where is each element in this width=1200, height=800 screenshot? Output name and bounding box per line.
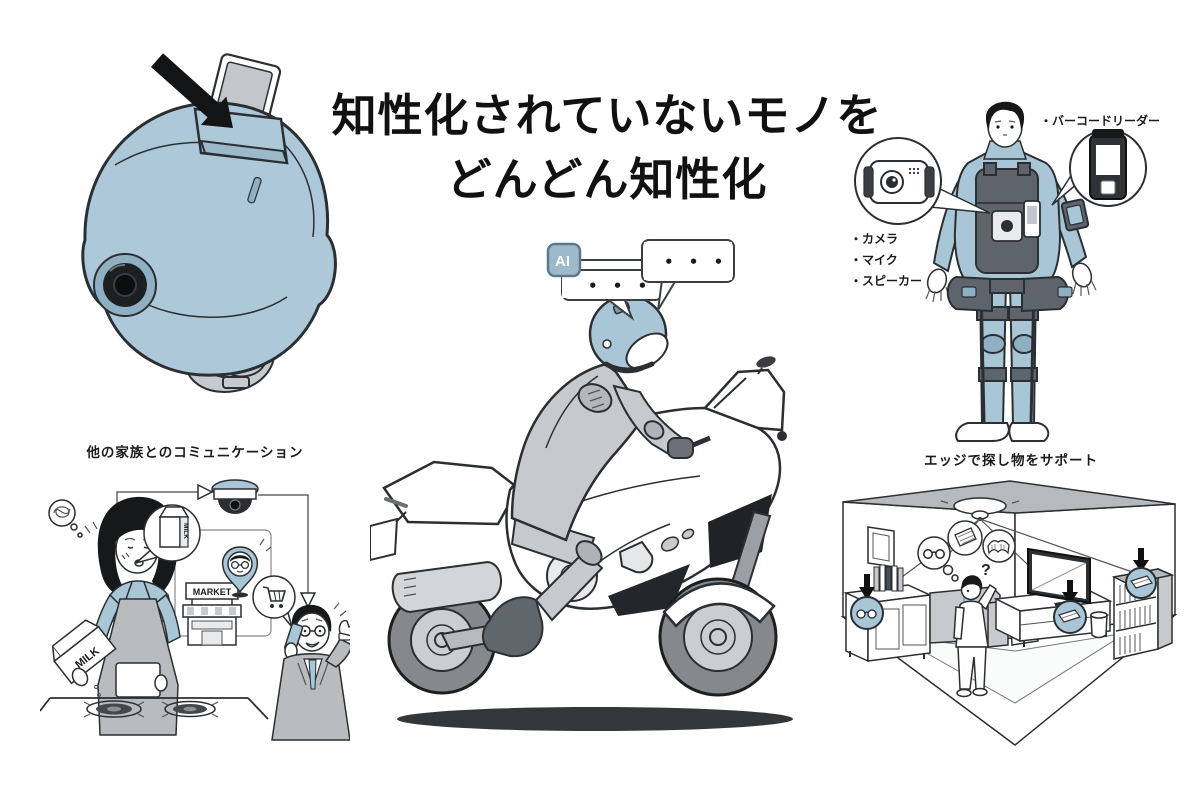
ai-badge: AI bbox=[546, 242, 582, 278]
down-arrow-icon bbox=[1133, 560, 1149, 572]
family-panel-title: 他の家族とのコミュニケーション bbox=[85, 444, 303, 461]
market-building: MARKET bbox=[182, 582, 242, 646]
barcode-reader-label: ・バーコードリーダー bbox=[1040, 113, 1160, 128]
speech-dots: • • • bbox=[588, 277, 652, 295]
father-suit bbox=[271, 653, 350, 741]
smart-helmet-illustration bbox=[81, 53, 337, 393]
left-shoe bbox=[955, 422, 1010, 442]
camera-label: ・カメラ bbox=[850, 232, 898, 246]
gas-burner-icon bbox=[161, 700, 219, 718]
milk-carton: MILK bbox=[51, 619, 117, 685]
helmet-vent bbox=[247, 176, 262, 204]
harness-vest bbox=[975, 162, 1041, 274]
milk-bubble-label: MILK bbox=[182, 523, 189, 539]
speech-dots: • • • bbox=[664, 253, 728, 271]
knee-pad bbox=[575, 540, 603, 566]
rider-boot bbox=[482, 596, 544, 658]
page-title-line2: どんどん知性化 bbox=[446, 153, 768, 205]
question-mark: ? bbox=[981, 562, 991, 579]
milk-bubble-carton-icon: MILK bbox=[158, 506, 190, 548]
head bbox=[982, 101, 1028, 160]
barcode-callout: ・バーコードリーダー bbox=[1040, 113, 1160, 207]
thought-bubbles bbox=[917, 520, 1016, 582]
right-hand bbox=[1071, 262, 1097, 296]
thought-bubble-wallet bbox=[947, 520, 983, 556]
speech-bubble-left: • • • bbox=[561, 269, 663, 322]
down-arrow-icon bbox=[859, 587, 875, 600]
gas-burner-icon bbox=[83, 700, 145, 718]
ground-shadow bbox=[397, 707, 793, 731]
item-location-book bbox=[1125, 548, 1157, 599]
rider-helmet bbox=[588, 294, 669, 374]
rider-torso bbox=[510, 362, 646, 542]
windscreen-nose bbox=[702, 356, 787, 441]
front-fender bbox=[662, 582, 776, 628]
page-title: 知性化されていないモノを どんどん知性化 bbox=[322, 84, 892, 212]
arm-band-device bbox=[1060, 198, 1090, 232]
tablet-board bbox=[115, 662, 161, 698]
rider bbox=[482, 294, 694, 658]
wearable-camera-icon bbox=[863, 160, 935, 204]
thought-bubble-glasses bbox=[917, 536, 951, 570]
wall-frame bbox=[867, 526, 895, 568]
helmet-camera-lens-icon bbox=[93, 253, 157, 317]
speaker-label: ・スピーカー bbox=[850, 274, 922, 288]
flow-arrow-right-icon bbox=[197, 483, 214, 501]
trash-can bbox=[1090, 611, 1108, 639]
raised-arm bbox=[976, 583, 997, 611]
father-figure bbox=[271, 602, 350, 741]
flow-arrow-down-icon bbox=[299, 592, 317, 609]
tail-cowl bbox=[370, 460, 520, 562]
barcode-reader-icon bbox=[1089, 129, 1127, 200]
shopping-cart-bubble bbox=[252, 575, 296, 628]
camera-callout: ・カメラ ・マイク ・スピーカー bbox=[850, 137, 991, 288]
map-pin-icon bbox=[221, 538, 272, 598]
books-on-cabinet bbox=[873, 564, 904, 592]
mother-figure: MILK MILK bbox=[48, 496, 201, 736]
right-shoe bbox=[1008, 422, 1050, 442]
insert-arrow-icon bbox=[151, 53, 233, 128]
edge-panel-title: エッジで探し物をサポート bbox=[924, 452, 1098, 469]
ai-speech-bubbles: • • • • • • AI bbox=[546, 239, 735, 322]
thought-bubble bbox=[48, 499, 83, 538]
down-arrow-icon bbox=[1062, 592, 1078, 604]
mirror-icon bbox=[756, 356, 776, 368]
item-location-wallet bbox=[1053, 580, 1087, 634]
item-location-glasses bbox=[850, 574, 884, 630]
page-title-line1: 知性化されていないモノを bbox=[331, 90, 883, 141]
waist-bags bbox=[946, 275, 1073, 313]
rider-shin bbox=[534, 550, 604, 622]
ai-rider-illustration: • • • • • • AI bbox=[370, 239, 793, 731]
exhaust bbox=[391, 560, 502, 614]
elbow-pad bbox=[643, 420, 665, 440]
searching-man: ? bbox=[953, 562, 997, 698]
rider-glove bbox=[667, 437, 694, 459]
tank-cap bbox=[618, 540, 654, 574]
stove bbox=[40, 697, 269, 720]
thumbs-up-hand bbox=[324, 619, 350, 668]
data-flow bbox=[116, 483, 317, 609]
security-camera-icon bbox=[211, 479, 259, 514]
speech-bubble-right: • • • bbox=[641, 239, 735, 311]
left-hand bbox=[925, 268, 950, 303]
mic-label: ・マイク bbox=[850, 253, 898, 267]
market-sign: MARKET bbox=[193, 587, 232, 597]
shopping-cart-icon bbox=[262, 586, 287, 608]
helmet-seam bbox=[282, 142, 315, 238]
wearable-person bbox=[925, 101, 1097, 442]
necktie bbox=[308, 659, 317, 690]
thought-bubble-book bbox=[982, 529, 1016, 563]
ai-badge-label: AI bbox=[555, 253, 570, 270]
wearable-person-illustration: ・カメラ ・マイク ・スピーカー ・バーコードリーダー bbox=[850, 101, 1160, 442]
family-communication-panel: 他の家族とのコミュニケーション MARKET bbox=[40, 444, 350, 741]
edge-search-panel: エッジで探し物をサポート bbox=[840, 452, 1178, 746]
milk-speech-bubble: MILK bbox=[135, 504, 201, 564]
